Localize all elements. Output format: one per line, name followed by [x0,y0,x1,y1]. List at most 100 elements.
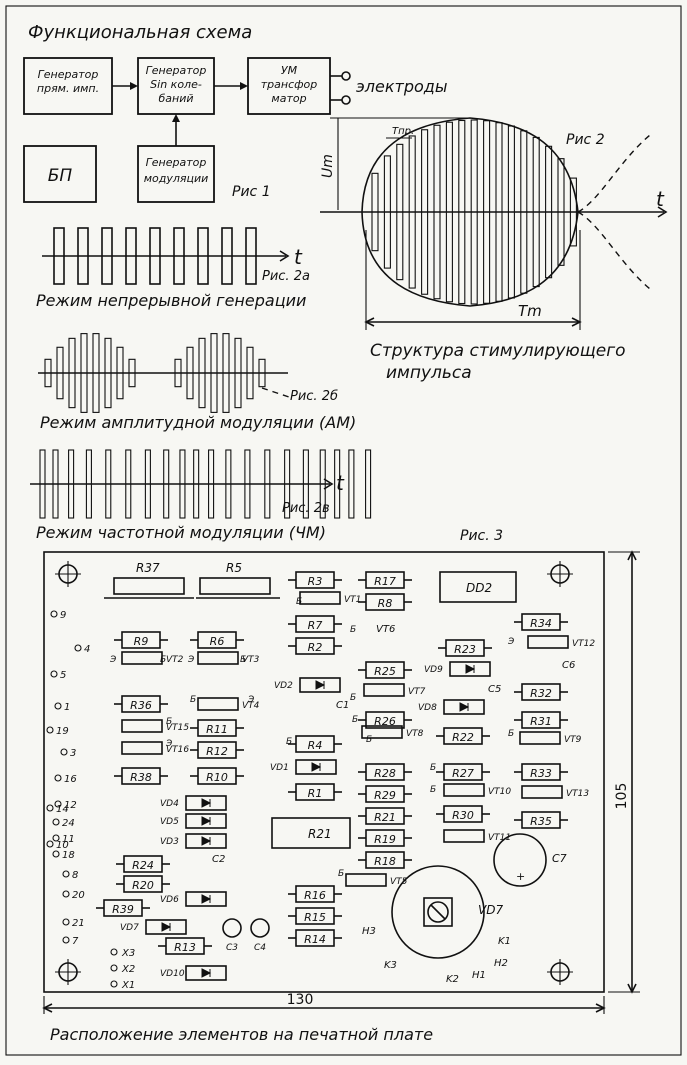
pcb-pin-marker [74,644,82,652]
component-label-c7: C7 [552,852,567,865]
pcb-pin-marker [54,774,62,782]
transistor-pin-letter: Б [430,763,436,773]
fm-mode-title: Режим частотной модуляции (ЧМ) [36,523,326,542]
pcb-pin-label: 19 [56,726,69,737]
pcb-pin-markers: 945119316122411188202171410X3X2X1H3K1H2H… [46,597,515,991]
c7-plus: + [516,870,525,883]
transistor-vt16-body [121,741,163,755]
transistor-vt8-body [361,725,403,739]
component-label-vd8: VD8 [418,703,437,713]
block-modulation-line1: Генератор [146,156,207,169]
transistor-vt5-body [345,873,387,887]
chip-dd2-body [439,571,517,603]
page-title: Функциональная схема [28,22,252,43]
continuous-pulse [173,227,185,285]
pcb-pin-marker [60,748,68,756]
pcb-pin-marker [50,670,58,678]
fm-pulse [264,449,271,519]
tpr-label: Tпр. [392,126,414,137]
pcb-pin-marker [54,702,62,710]
component-label-vt15: VT15 [166,723,189,733]
component-label-r19: R19 [374,833,396,846]
component-label-r32: R32 [530,687,552,700]
pcb-pin-label: 18 [62,850,75,861]
component-label-r38: R38 [130,771,152,784]
diode-vd7-body [145,919,187,935]
transistor-pin-letter: Э [165,739,173,749]
transistor-pin-letter: Б [366,735,372,745]
diode-vd2-body [299,677,341,693]
component-label-vd9: VD9 [424,665,443,675]
mount-holes [55,561,573,985]
pulse-envelope-cont-top [577,134,651,213]
block-amplifier-line2: трансфор [261,78,318,91]
pcb-outline [43,551,605,993]
tm-arrows [364,317,582,327]
component-label-vt13: VT13 [566,789,589,799]
component-label-vt7: VT7 [408,687,426,697]
connector-marker [110,948,118,956]
mode-continuous-figure: t Рис. 2а Режим непрерывной генерации [36,227,310,310]
diode-vd6-body [185,891,227,907]
am-pulse [92,333,100,413]
transformer-screw-slot [430,904,446,920]
pulse-bar [532,136,540,288]
pulse-bar [483,120,491,304]
component-label-vd5: VD5 [160,817,179,827]
component-label-vd2: VD2 [274,681,293,691]
component-label-vt9: VT9 [564,735,582,745]
diode-vd4-body [185,795,227,811]
transformer-pin-label: K2 [446,974,459,985]
pcb-pin-marker [62,918,70,926]
component-label-r33: R33 [530,767,552,780]
arrow-head-3 [172,114,180,122]
transistor-pin-letter: Б [352,715,358,725]
fm-pulse [125,449,132,519]
transistor-pin-letter: Б [286,737,292,747]
transistor-pin-letter: Э [109,655,117,665]
component-label-r21: R21 [374,811,396,824]
am-pulse [258,358,266,388]
pcb-pin-label: 10 [56,840,69,851]
component-label-r14: R14 [304,933,326,946]
transistor-vt15-body [121,719,163,733]
continuous-pulse [77,227,89,285]
component-label-r34: R34 [530,617,552,630]
component-label-r7: R7 [308,619,323,632]
component-label-vt10: VT10 [488,787,511,797]
pulse-bar [507,125,515,299]
am-pulse [210,333,218,413]
continuous-pulse [221,227,233,285]
pulse-envelope-bottom [361,211,579,307]
transformer-pin-label: H3 [362,926,376,937]
transistor-vt1-body [299,591,341,605]
arrow-head-2 [240,82,248,90]
component-label-r28: R28 [374,767,396,780]
pcb-pin-marker [62,890,70,898]
transistor-pin-letter: Б [160,655,166,665]
block-rect-pulse-generator-line2: прям. имп. [37,82,99,95]
electrodes-label: электроды [356,77,447,96]
component-label-r25: R25 [374,665,396,678]
trimmer-r5-body [199,577,271,595]
transformer-pin-label: K1 [498,936,511,947]
pcb-pin-label: 11 [62,834,75,845]
transistor-pin-letter: Э [187,655,195,665]
component-label-r20: R20 [132,879,154,892]
connector-label: X2 [121,964,135,975]
figure-3-caption: Рис. 3 [460,528,503,544]
component-label-vd3: VD3 [160,837,179,847]
pulse-title-line1: Структура стимулирующего [370,341,626,361]
am-pulse [104,337,112,409]
am-pulse [128,358,136,388]
transistor-pin-letter: Б [350,693,356,703]
am-pulse [68,337,76,409]
transistor-pin-letter: Э [507,637,515,647]
component-label-c1: C1 [336,700,349,711]
am-pulse [44,358,52,388]
transformer-pin-label: K3 [384,960,397,971]
figure-2c-caption: Рис. 2в [282,501,330,516]
transistor-vt3-body [197,651,239,665]
fm-t-label: t [336,471,345,495]
